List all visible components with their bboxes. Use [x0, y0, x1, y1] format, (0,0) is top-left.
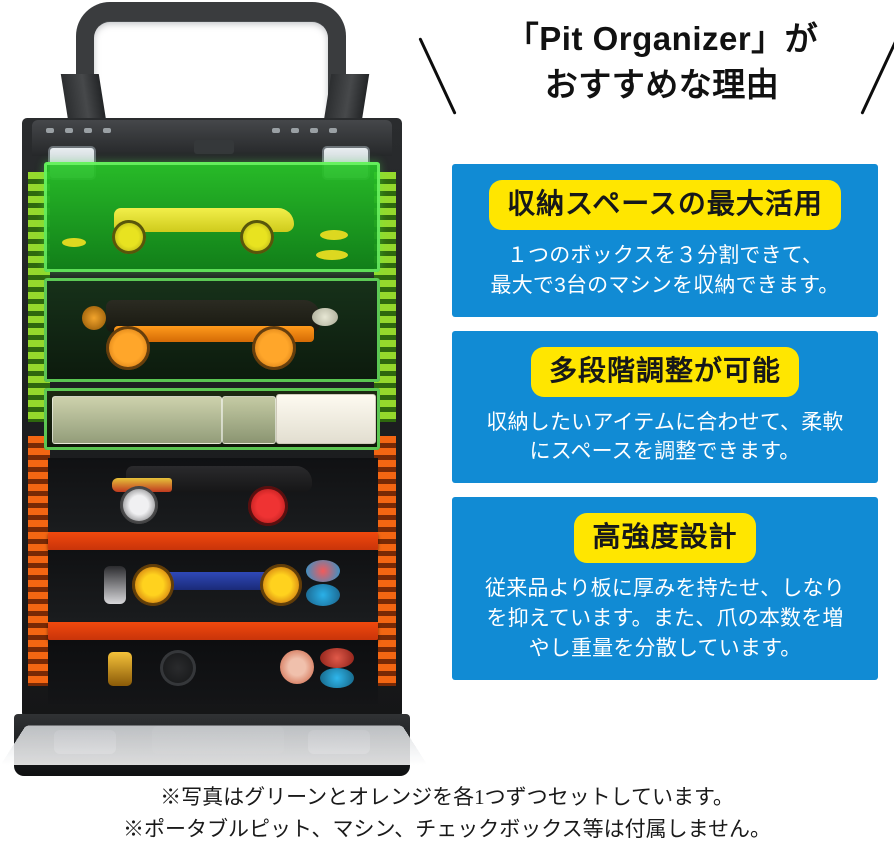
mini4wd-car-black — [108, 466, 328, 524]
case-rivets-right — [272, 128, 337, 133]
car-wheel-front — [112, 220, 146, 254]
clear-parts-box-2 — [222, 396, 276, 444]
feature-card-1: 収納スペースの最大活用 １つのボックスを３分割できて、 最大で3台のマシンを収納… — [452, 164, 878, 317]
bay-bottom-parts — [48, 640, 378, 704]
parts-roller-b — [320, 230, 348, 240]
clear-parts-box-1 — [52, 396, 222, 444]
parts-roller-gold — [82, 306, 106, 330]
feature-card-1-body-line-2: 最大で3台のマシンを収納できます。 — [466, 271, 864, 301]
product-photo — [0, 0, 430, 790]
product-floor-shadow — [1, 725, 428, 765]
wheel-yellow-2 — [260, 564, 302, 606]
roller-stack-silver — [104, 566, 126, 604]
mini4wd-car-yellow — [98, 206, 308, 246]
parts-roller-c — [316, 250, 348, 260]
feature-card-3: 高強度設計 従来品より板に厚みを持たせ、しなり を抑えています。また、爪の本数を… — [452, 497, 878, 679]
shelf-orange-1 — [48, 532, 378, 550]
car-wheel-red — [248, 486, 288, 526]
white-parts-box — [276, 394, 376, 444]
footnote-line-1: ※写真はグリーンとオレンジを各1つずつセットしています。 — [0, 782, 894, 814]
storage-case-body — [22, 118, 402, 718]
part-dark-gear — [160, 650, 196, 686]
shelf-orange-2 — [48, 622, 378, 640]
footnote-line-2: ※ポータブルピット、マシン、チェックボックス等は付属しません。 — [0, 814, 894, 846]
roller-pink-blue-1 — [306, 560, 340, 582]
feature-card-2-body-line-2: にスペースを調整できます。 — [466, 437, 864, 467]
feature-card-2-body: 収納したいアイテムに合わせて、柔軟 にスペースを調整できます。 — [466, 408, 864, 468]
car-wheel-silver — [120, 486, 158, 524]
parts-roller-silver — [312, 308, 338, 326]
feature-card-3-title: 高強度設計 — [574, 513, 755, 563]
part-gold-bushing — [108, 652, 132, 686]
bay-orange-top — [48, 458, 378, 532]
feature-card-3-body-line-1: 従来品より板に厚みを持たせ、しなり — [466, 574, 864, 604]
wheel-yellow-1 — [132, 564, 174, 606]
feature-card-1-title: 収納スペースの最大活用 — [489, 180, 841, 230]
case-center-latch — [194, 140, 234, 154]
feature-card-2-body-line-1: 収納したいアイテムに合わせて、柔軟 — [466, 408, 864, 438]
car-wheel-front-orange — [106, 326, 150, 370]
content-column: 「Pit Organizer」が おすすめな理由 収納スペースの最大活用 １つの… — [430, 0, 894, 770]
drawer-green-middle — [44, 278, 380, 382]
parts-roller-a — [62, 238, 86, 247]
feature-card-list: 収納スペースの最大活用 １つのボックスを３分割できて、 最大で3台のマシンを収納… — [452, 164, 878, 694]
mini4wd-car-orange — [84, 296, 334, 366]
footnote-block: ※写真はグリーンとオレンジを各1つずつセットしています。 ※ポータブルピット、マ… — [0, 782, 894, 845]
side-rail-orange-left — [28, 436, 50, 686]
part-wheel-peach — [280, 650, 314, 684]
page-title-line-2: おすすめな理由 — [430, 62, 894, 108]
bay-orange-middle — [48, 550, 378, 622]
page-title: 「Pit Organizer」が おすすめな理由 — [430, 16, 894, 107]
drawer-green-top — [44, 162, 380, 272]
carry-handle-opening — [94, 22, 328, 122]
feature-card-3-body-line-3: やし重量を分散しています。 — [466, 634, 864, 664]
product-photo-stage — [8, 0, 420, 780]
car-wheel-rear — [240, 220, 274, 254]
roller-pink-blue-2 — [306, 584, 340, 606]
feature-card-1-body-line-1: １つのボックスを３分割できて、 — [466, 241, 864, 271]
part-roller-blue — [320, 668, 354, 688]
feature-card-3-body-line-2: を抑えています。また、爪の本数を増 — [466, 604, 864, 634]
part-roller-red — [320, 648, 354, 668]
feature-card-1-body: １つのボックスを３分割できて、 最大で3台のマシンを収納できます。 — [466, 241, 864, 301]
shelf-parts-boxes — [44, 388, 380, 450]
page-title-line-1: 「Pit Organizer」が — [430, 16, 894, 62]
feature-card-2: 多段階調整が可能 収納したいアイテムに合わせて、柔軟 にスペースを調整できます。 — [452, 331, 878, 484]
feature-card-2-title: 多段階調整が可能 — [531, 347, 799, 397]
case-rivets-left — [46, 128, 111, 133]
feature-card-3-body: 従来品より板に厚みを持たせ、しなり を抑えています。また、爪の本数を増 やし重量… — [466, 574, 864, 663]
car-wheel-rear-orange — [252, 326, 296, 370]
